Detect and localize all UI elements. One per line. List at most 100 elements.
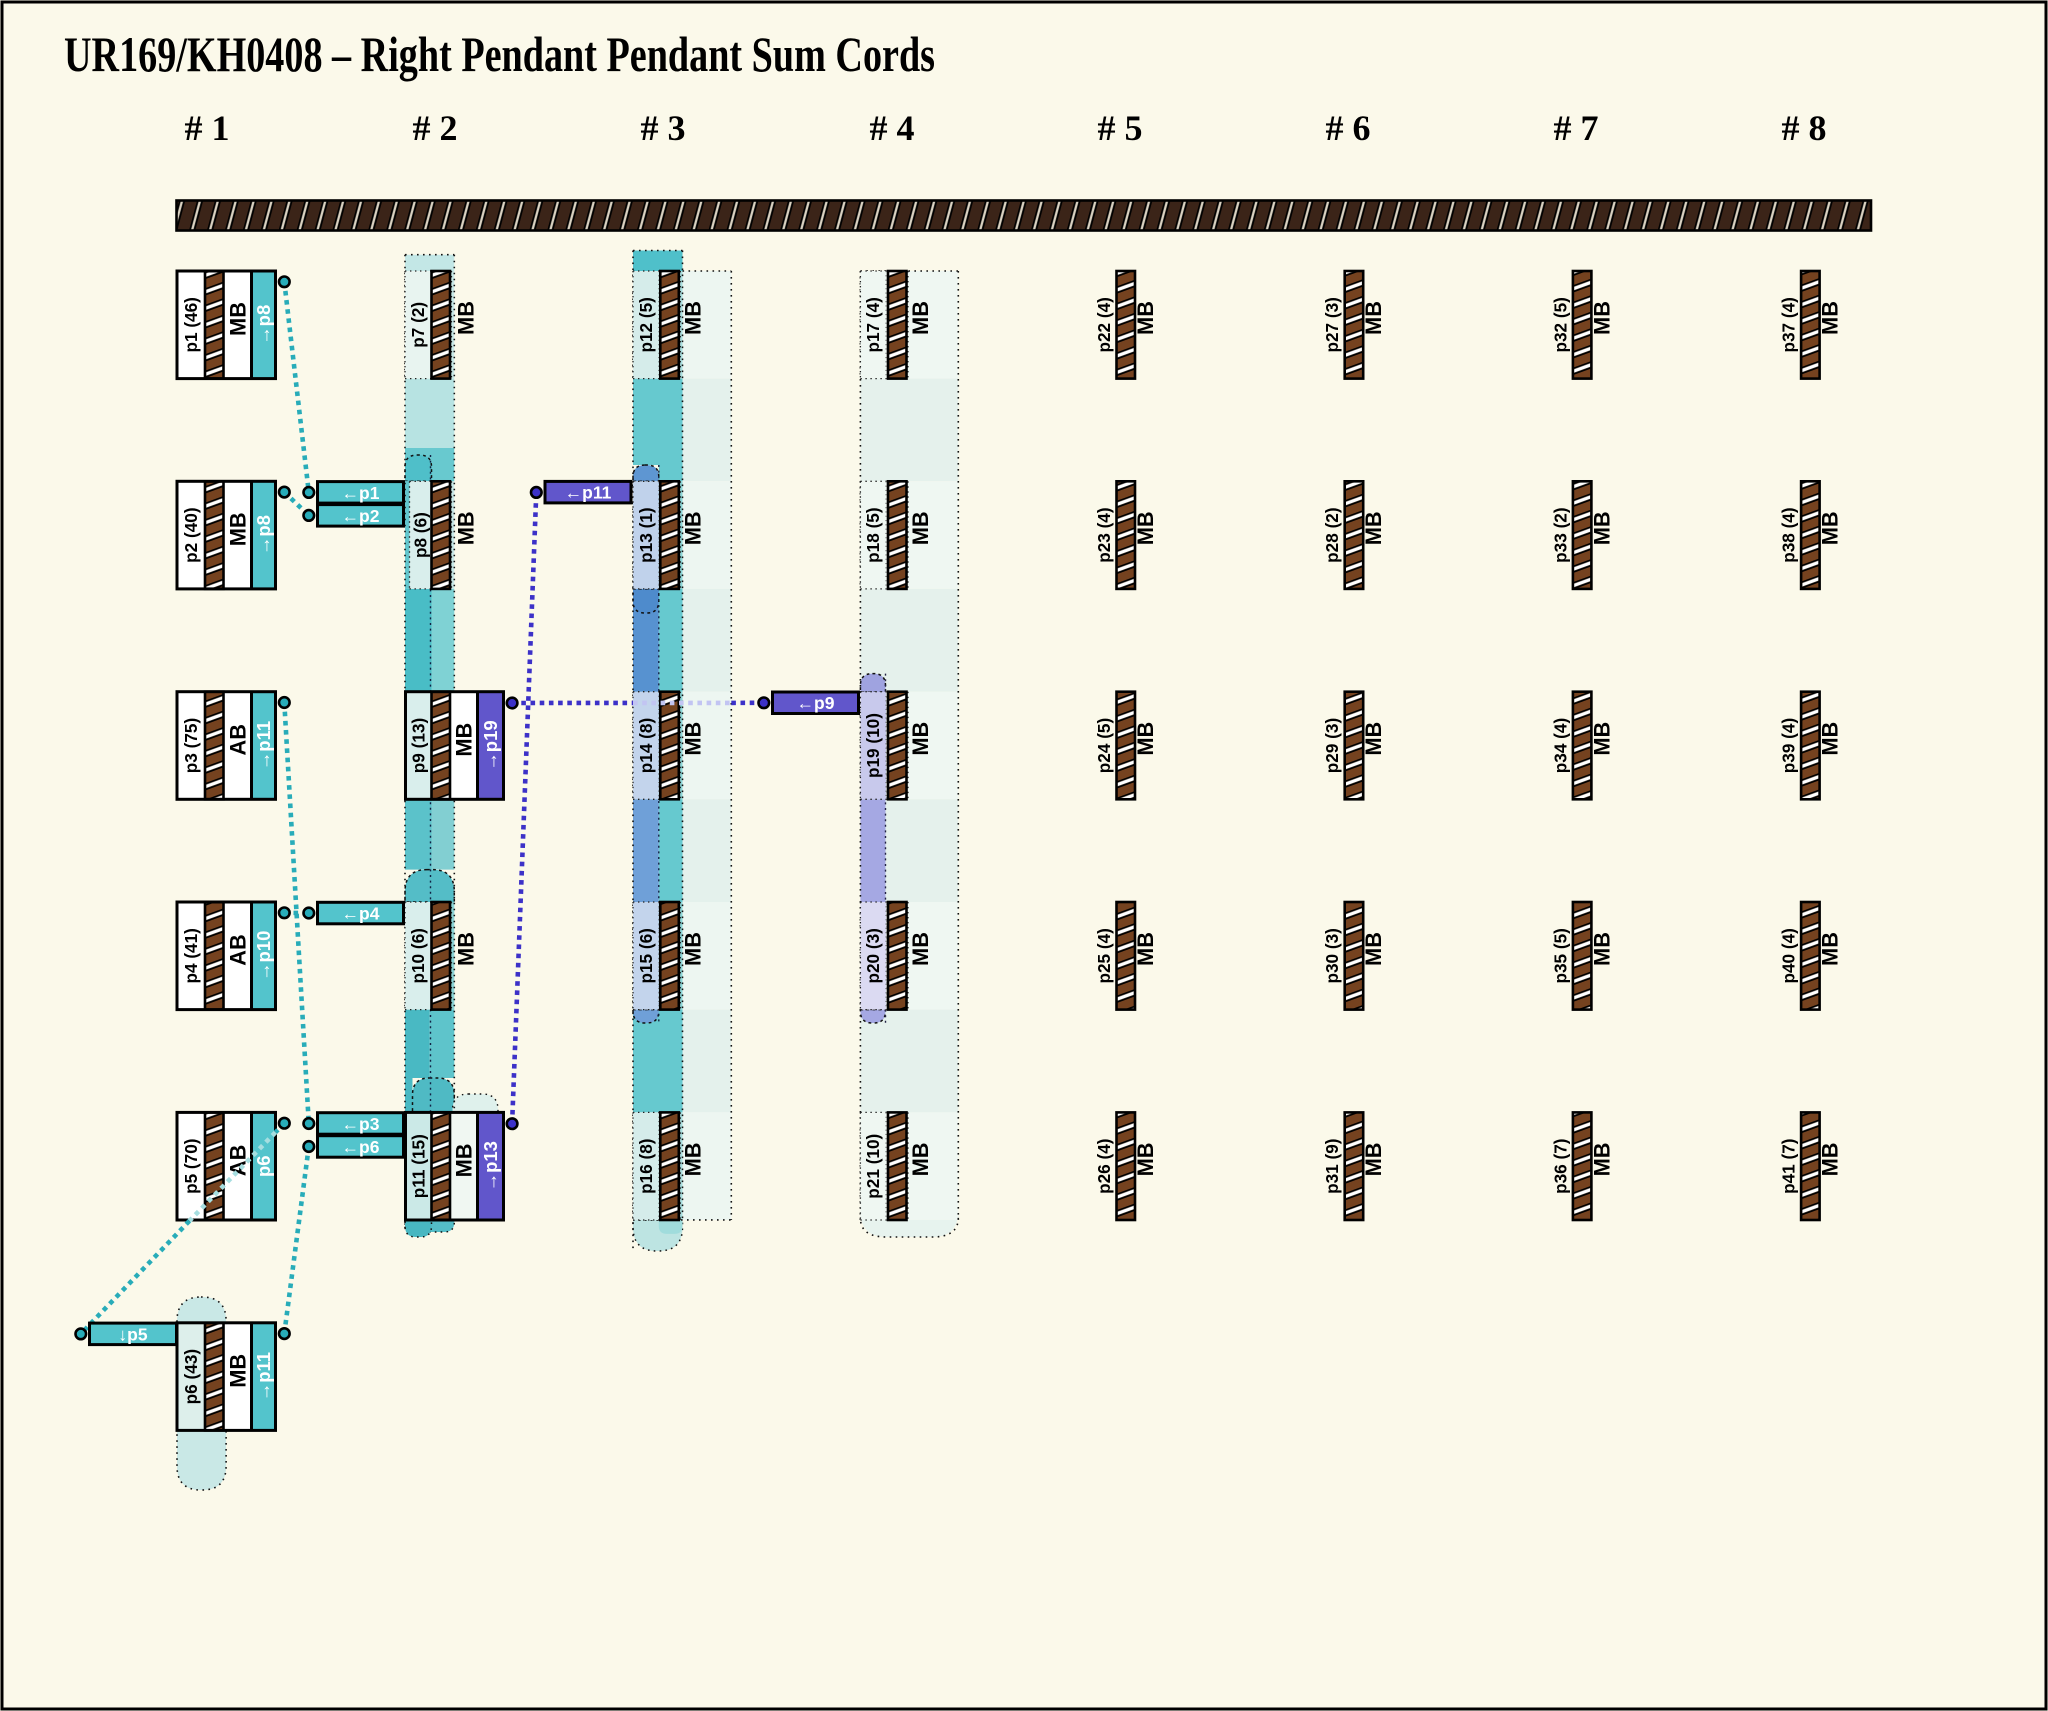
svg-text:UR169/KH0408 – Right Pendant P: UR169/KH0408 – Right Pendant Pendant Sum…: [64, 26, 935, 82]
svg-text:p38 (4): p38 (4): [1779, 507, 1799, 562]
svg-text:MB: MB: [1589, 932, 1614, 966]
svg-text:←p2: ←p2: [342, 506, 380, 526]
svg-text:←p6: ←p6: [342, 1137, 380, 1157]
svg-text:p28 (2): p28 (2): [1322, 507, 1342, 562]
svg-text:p27 (3): p27 (3): [1322, 297, 1342, 352]
svg-text:MB: MB: [454, 932, 479, 966]
svg-text:MB: MB: [1818, 1142, 1843, 1176]
svg-text:p26 (4): p26 (4): [1094, 1138, 1114, 1193]
svg-text:→p11: →p11: [253, 721, 274, 770]
svg-text:MB: MB: [908, 722, 933, 756]
svg-text:→p13: →p13: [480, 1141, 501, 1191]
svg-text:p22 (4): p22 (4): [1094, 297, 1114, 352]
svg-text:p24 (5): p24 (5): [1094, 718, 1114, 773]
svg-text:# 3: # 3: [641, 108, 686, 148]
svg-text:p35 (5): p35 (5): [1550, 928, 1570, 983]
svg-text:# 6: # 6: [1326, 108, 1371, 148]
svg-text:MB: MB: [451, 1143, 476, 1177]
svg-text:MB: MB: [908, 1142, 933, 1176]
svg-text:MB: MB: [908, 301, 933, 335]
svg-text:p40 (4): p40 (4): [1779, 928, 1799, 983]
svg-text:# 4: # 4: [870, 108, 915, 148]
svg-text:MB: MB: [225, 302, 250, 336]
svg-text:p39 (4): p39 (4): [1779, 718, 1799, 773]
svg-text:MB: MB: [1589, 1142, 1614, 1176]
svg-text:p31 (9): p31 (9): [1322, 1138, 1342, 1193]
svg-text:MB: MB: [1361, 722, 1386, 756]
svg-text:AB: AB: [225, 724, 250, 755]
svg-text:←p9: ←p9: [797, 693, 835, 713]
svg-text:p6 (43): p6 (43): [181, 1349, 201, 1404]
svg-text:MB: MB: [1133, 1142, 1158, 1176]
svg-text:←p11: ←p11: [565, 483, 612, 503]
svg-text:p6: p6: [253, 1155, 274, 1177]
svg-text:p3 (75): p3 (75): [181, 718, 201, 773]
svg-text:p33 (2): p33 (2): [1550, 507, 1570, 562]
svg-text:# 1: # 1: [185, 108, 230, 148]
svg-text:# 5: # 5: [1098, 108, 1143, 148]
svg-text:→p8: →p8: [253, 305, 274, 345]
svg-text:MB: MB: [1818, 932, 1843, 966]
svg-text:MB: MB: [1361, 301, 1386, 335]
svg-text:p41 (7): p41 (7): [1779, 1138, 1799, 1193]
svg-text:p4 (41): p4 (41): [181, 928, 201, 983]
svg-text:MB: MB: [1361, 1142, 1386, 1176]
svg-text:MB: MB: [1818, 301, 1843, 335]
svg-text:p8 (6): p8 (6): [411, 512, 431, 558]
svg-text:p10 (6): p10 (6): [408, 928, 428, 983]
svg-text:p9 (13): p9 (13): [409, 718, 429, 773]
svg-text:p25 (4): p25 (4): [1094, 928, 1114, 983]
svg-text:MB: MB: [681, 1142, 706, 1176]
svg-text:p32 (5): p32 (5): [1550, 297, 1570, 352]
svg-text:p15 (6): p15 (6): [636, 928, 656, 983]
svg-text:←p4: ←p4: [342, 904, 380, 924]
svg-text:MB: MB: [451, 723, 476, 757]
svg-text:→p8: →p8: [253, 515, 274, 555]
svg-text:MB: MB: [681, 511, 706, 545]
svg-text:MB: MB: [454, 511, 479, 545]
svg-text:MB: MB: [1133, 301, 1158, 335]
svg-text:MB: MB: [1589, 301, 1614, 335]
svg-text:p2 (40): p2 (40): [181, 507, 201, 562]
svg-text:p17 (4): p17 (4): [863, 297, 883, 352]
svg-text:MB: MB: [454, 301, 479, 335]
svg-text:→p11: →p11: [253, 1352, 274, 1401]
svg-text:MB: MB: [1133, 722, 1158, 756]
svg-text:# 7: # 7: [1554, 108, 1599, 148]
svg-text:p13 (1): p13 (1): [636, 507, 656, 562]
svg-text:MB: MB: [1133, 511, 1158, 545]
svg-text:AB: AB: [225, 934, 250, 965]
svg-text:→p19: →p19: [480, 720, 501, 770]
svg-text:p23 (4): p23 (4): [1094, 507, 1114, 562]
svg-text:MB: MB: [681, 301, 706, 335]
svg-text:p14 (8): p14 (8): [636, 718, 656, 773]
svg-text:p36 (7): p36 (7): [1550, 1138, 1570, 1193]
svg-text:MB: MB: [1818, 511, 1843, 545]
svg-text:MB: MB: [1361, 932, 1386, 966]
svg-text:p7 (2): p7 (2): [408, 302, 428, 348]
svg-text:# 8: # 8: [1782, 108, 1827, 148]
svg-text:p1 (46): p1 (46): [181, 297, 201, 352]
svg-text:MB: MB: [681, 722, 706, 756]
svg-text:MB: MB: [908, 932, 933, 966]
svg-text:MB: MB: [908, 511, 933, 545]
svg-text:p34 (4): p34 (4): [1550, 718, 1570, 773]
svg-text:p37 (4): p37 (4): [1779, 297, 1799, 352]
svg-text:p11 (15): p11 (15): [409, 1134, 429, 1198]
svg-text:MB: MB: [1133, 932, 1158, 966]
svg-text:p29 (3): p29 (3): [1322, 718, 1342, 773]
svg-text:# 2: # 2: [413, 108, 458, 148]
svg-text:MB: MB: [225, 512, 250, 546]
svg-text:←p1: ←p1: [342, 483, 380, 503]
svg-text:p30 (3): p30 (3): [1322, 928, 1342, 983]
svg-text:MB: MB: [681, 932, 706, 966]
svg-text:↓p5: ↓p5: [118, 1324, 147, 1344]
svg-text:p12 (5): p12 (5): [636, 297, 656, 352]
svg-text:p18 (5): p18 (5): [863, 507, 883, 562]
svg-text:MB: MB: [1589, 722, 1614, 756]
svg-text:MB: MB: [1589, 511, 1614, 545]
svg-text:MB: MB: [225, 1354, 250, 1388]
svg-text:MB: MB: [1361, 511, 1386, 545]
svg-text:MB: MB: [1818, 722, 1843, 756]
svg-text:p21 (10): p21 (10): [863, 1134, 883, 1199]
